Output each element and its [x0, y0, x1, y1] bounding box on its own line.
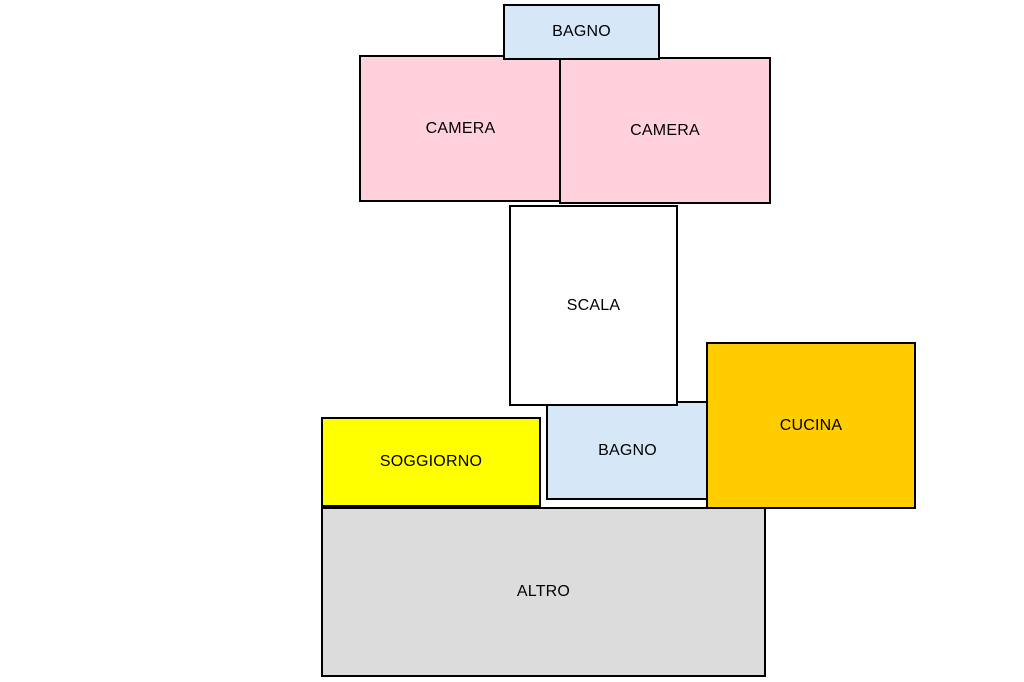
- room-bagno-top: BAGNO: [503, 4, 660, 60]
- room-soggiorno: SOGGIORNO: [321, 417, 541, 507]
- room-bagno-bottom: BAGNO: [546, 401, 709, 500]
- room-camera-left: CAMERA: [359, 55, 562, 202]
- room-label-bagno-top: BAGNO: [552, 23, 611, 40]
- room-label-camera-left: CAMERA: [425, 119, 496, 137]
- room-label-scala: SCALA: [566, 296, 621, 314]
- room-altro: ALTRO: [321, 507, 766, 677]
- room-label-camera-right: CAMERA: [630, 121, 700, 139]
- room-label-soggiorno: SOGGIORNO: [379, 453, 483, 470]
- room-scala: SCALA: [509, 205, 678, 406]
- room-camera-right: CAMERA: [559, 57, 771, 204]
- room-label-cucina: CUCINA: [779, 416, 843, 434]
- room-cucina: CUCINA: [706, 342, 916, 509]
- room-label-bagno-bottom: BAGNO: [598, 441, 657, 459]
- room-label-altro: ALTRO: [516, 583, 571, 600]
